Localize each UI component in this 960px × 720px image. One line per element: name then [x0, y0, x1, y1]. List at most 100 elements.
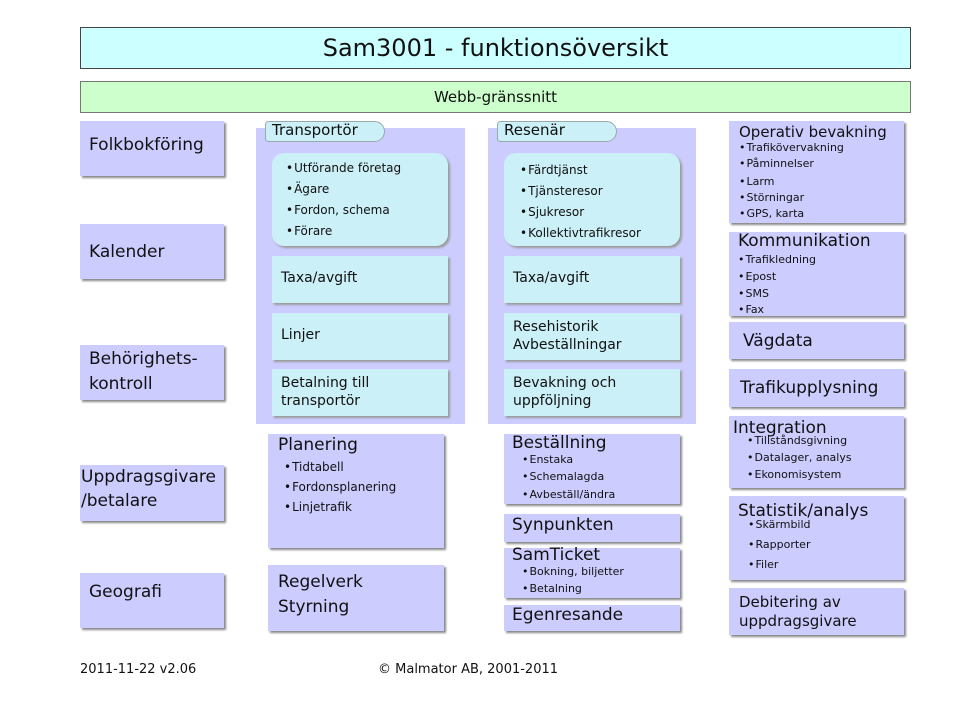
bevakning-label-2: uppföljning [513, 393, 592, 409]
kommunikation-box: Kommunikation Trafikledning Epost SMS Fa… [729, 232, 904, 316]
transportor-tab: Transportör [265, 121, 385, 142]
resenar-tab-label: Resenär [504, 121, 565, 139]
integration-items: Tillståndsgivning Datalager, analys Ekon… [747, 432, 904, 483]
list-item: Tjänsteresor [520, 181, 680, 202]
web-interface-box: Webb-gränssnitt [80, 81, 911, 113]
kommunikation-items: Trafikledning Epost SMS Fax [738, 251, 904, 316]
regelverk-label-2: Styrning [278, 597, 350, 617]
operativ-items: Trafikövervakning Påminnelser Larm Störn… [739, 141, 904, 223]
betalning-label-2: transportör [281, 393, 361, 409]
synpunkten-label: Synpunkten [512, 515, 614, 535]
operativ-bevakning-box: Operativ bevakning Trafikövervakning Påm… [729, 121, 904, 223]
list-item: Tidtabell [284, 457, 444, 477]
list-item: Linjetrafik [284, 497, 444, 517]
list-item: Fordonsplanering [284, 477, 444, 497]
resenar-tab: Resenär [497, 121, 617, 142]
list-item: Avbeställ/ändra [522, 487, 680, 503]
uppdrag-label-1: Uppdragsgivare [81, 467, 216, 487]
transportor-taxa-box: Taxa/avgift [272, 256, 448, 303]
trafikupplysning-label: Trafikupplysning [740, 378, 879, 398]
integration-box: Integration Tillståndsgivning Datalager,… [729, 416, 904, 488]
regelverk-label-1: Regelverk [278, 572, 363, 592]
list-item: Bokning, biljetter [522, 563, 680, 580]
bevakning-label-1: Bevakning och [513, 375, 617, 391]
list-item: Epost [738, 268, 904, 285]
resehistorik-box: Resehistorik Avbeställningar [504, 313, 680, 360]
web-interface-label: Webb-gränssnitt [433, 88, 558, 106]
uppdrag-label-2: /betalare [81, 491, 158, 511]
resenar-list: Färdtjänst Tjänsteresor Sjukresor Kollek… [504, 153, 680, 246]
betalning-box: Betalning till transportör [272, 369, 448, 416]
list-item: Larm [739, 173, 904, 191]
list-item: Schemalagda [522, 467, 680, 487]
linjer-label: Linjer [281, 327, 320, 343]
kalender-label: Kalender [89, 242, 165, 262]
list-item: Ekonomisystem [747, 466, 904, 483]
resenar-items: Färdtjänst Tjänsteresor Sjukresor Kollek… [520, 160, 680, 244]
geografi-label: Geografi [89, 582, 162, 602]
bestallning-items: Enstaka Schemalagda Avbeställ/ändra [522, 452, 680, 503]
trafikupplysning-box: Trafikupplysning [729, 369, 904, 407]
list-item: Trafikövervakning [739, 141, 904, 155]
uppdragsgivare-box: Uppdragsgivare /betalare [80, 465, 224, 521]
vagdata-box: Vägdata [729, 322, 904, 359]
folkbokforing-label: Folkbokföring [89, 135, 204, 155]
footer-version: 2011-11-22 v2.06 [80, 662, 197, 677]
samticket-title: SamTicket [512, 545, 601, 565]
vagdata-label: Vägdata [743, 331, 813, 351]
kommunikation-title: Kommunikation [738, 232, 871, 251]
bestallning-title: Beställning [512, 433, 607, 453]
list-item: SMS [738, 285, 904, 302]
list-item: Fax [738, 302, 904, 316]
planering-box: Planering Tidtabell Fordonsplanering Lin… [268, 434, 444, 548]
title-box: Sam3001 - funktionsöversikt [80, 27, 911, 69]
geografi-box: Geografi [80, 573, 224, 628]
regelverk-box: Regelverk Styrning [268, 565, 444, 631]
operativ-title: Operativ bevakning [739, 123, 887, 141]
list-item: Sjukresor [520, 202, 680, 223]
footer-copyright: © Malmator AB, 2001-2011 [378, 662, 559, 677]
folkbokforing-box: Folkbokföring [80, 121, 224, 176]
transportor-list: Utförande företag Ägare Fordon, schema F… [272, 153, 448, 246]
planering-title: Planering [278, 435, 358, 455]
behorighet-label-1: Behörighets- [89, 349, 198, 369]
bestallning-box: Beställning Enstaka Schemalagda Avbestäl… [504, 434, 680, 504]
statistik-box: Statistik/analys Skärmbild Rapporter Fil… [729, 496, 904, 580]
samticket-items: Bokning, biljetter Betalning [522, 563, 680, 597]
synpunkten-box: Synpunkten [504, 514, 680, 542]
kalender-box: Kalender [80, 224, 224, 279]
transportor-tab-label: Transportör [272, 121, 358, 139]
list-item: Störningar [739, 191, 904, 205]
list-item: Datalager, analys [747, 449, 904, 466]
samticket-box: SamTicket Bokning, biljetter Betalning [504, 545, 680, 598]
list-item: Utförande företag [286, 158, 448, 179]
resenar-taxa-label: Taxa/avgift [513, 270, 590, 286]
list-item: Betalning [522, 580, 680, 597]
resehistorik-label-2: Avbeställningar [513, 337, 622, 353]
behorighetskontroll-box: Behörighets- kontroll [80, 345, 224, 400]
betalning-label-1: Betalning till [281, 375, 370, 391]
egenresande-box: Egenresande [504, 605, 680, 631]
behorighet-label-2: kontroll [89, 374, 153, 394]
list-item: Påminnelser [739, 155, 904, 173]
list-item: Rapporter [748, 535, 904, 555]
debitering-label-2: uppdragsgivare [739, 612, 857, 630]
egenresande-label: Egenresande [512, 605, 624, 625]
list-item: Tillståndsgivning [747, 432, 904, 449]
list-item: Enstaka [522, 452, 680, 467]
list-item: Färdtjänst [520, 160, 680, 181]
resenar-taxa-box: Taxa/avgift [504, 256, 680, 303]
bevakning-box: Bevakning och uppföljning [504, 369, 680, 416]
transportor-items: Utförande företag Ägare Fordon, schema F… [286, 158, 448, 242]
transportor-taxa-label: Taxa/avgift [281, 270, 358, 286]
debitering-box: Debitering av uppdragsgivare [729, 588, 904, 635]
planering-items: Tidtabell Fordonsplanering Linjetrafik [284, 457, 444, 517]
statistik-items: Skärmbild Rapporter Filer [748, 515, 904, 575]
list-item: Skärmbild [748, 515, 904, 535]
list-item: Trafikledning [738, 251, 904, 268]
list-item: Kollektivtrafikresor [520, 223, 680, 244]
debitering-label-1: Debitering av [739, 593, 841, 611]
list-item: Ägare [286, 179, 448, 200]
list-item: Fordon, schema [286, 200, 448, 221]
page-title: Sam3001 - funktionsöversikt [322, 34, 669, 62]
